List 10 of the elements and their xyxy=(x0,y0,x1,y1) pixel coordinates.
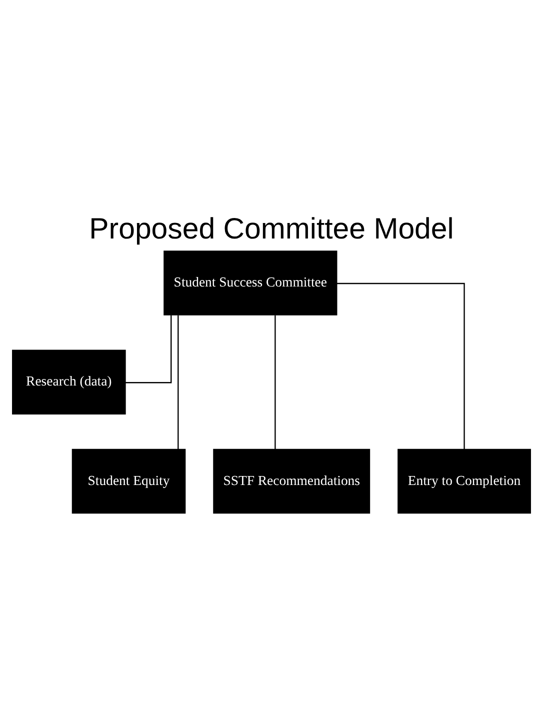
node-box: SSTF Recommendations xyxy=(213,448,370,514)
diagram-title: Proposed Committee Model xyxy=(89,212,454,245)
connector xyxy=(178,314,179,449)
node-box: Student Equity xyxy=(72,448,186,514)
node-box: Research (data) xyxy=(12,349,126,414)
node-box: Student Success Committee xyxy=(164,250,338,315)
connector xyxy=(125,314,172,383)
connector xyxy=(274,314,276,449)
node-box: Entry to Completion xyxy=(398,448,531,514)
connector xyxy=(336,282,465,448)
